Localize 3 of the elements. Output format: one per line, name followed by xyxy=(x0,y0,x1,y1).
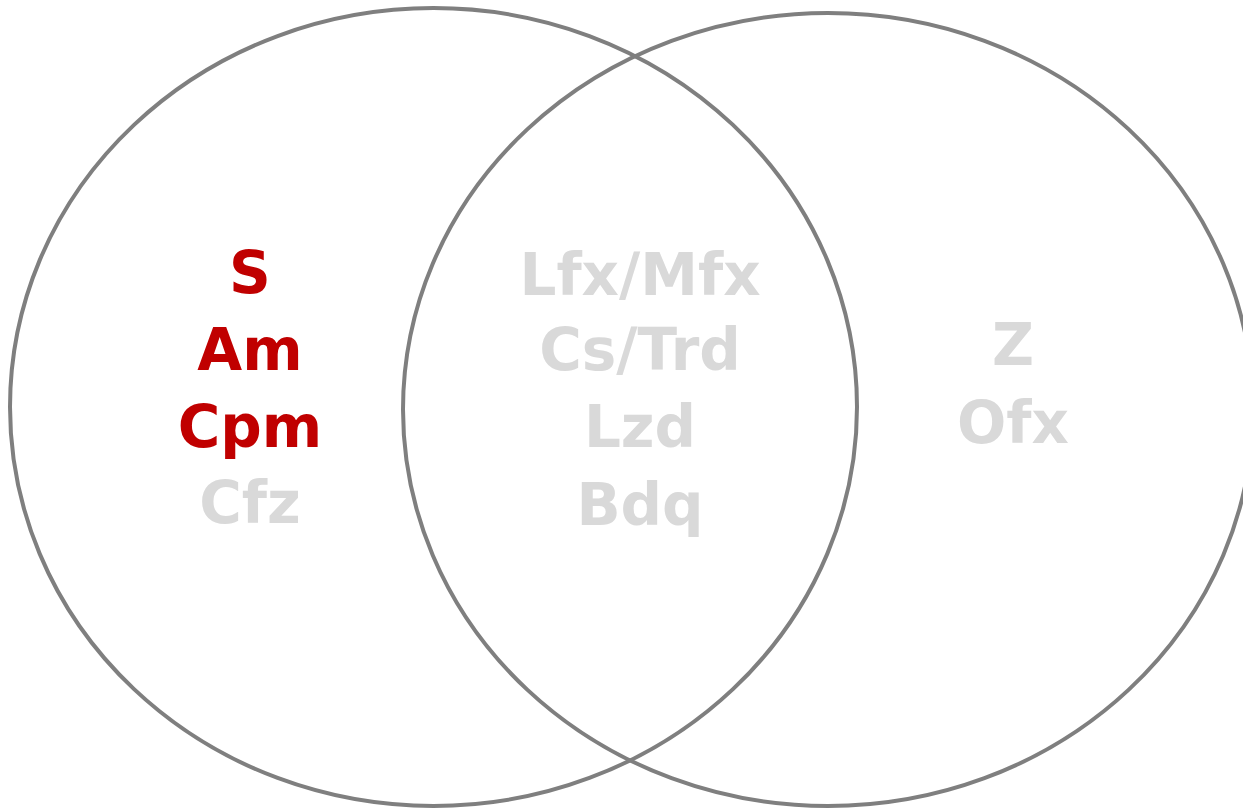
drug-abbreviation: Am xyxy=(197,321,303,379)
drug-abbreviation: S xyxy=(229,244,271,302)
venn-circle xyxy=(10,8,857,806)
